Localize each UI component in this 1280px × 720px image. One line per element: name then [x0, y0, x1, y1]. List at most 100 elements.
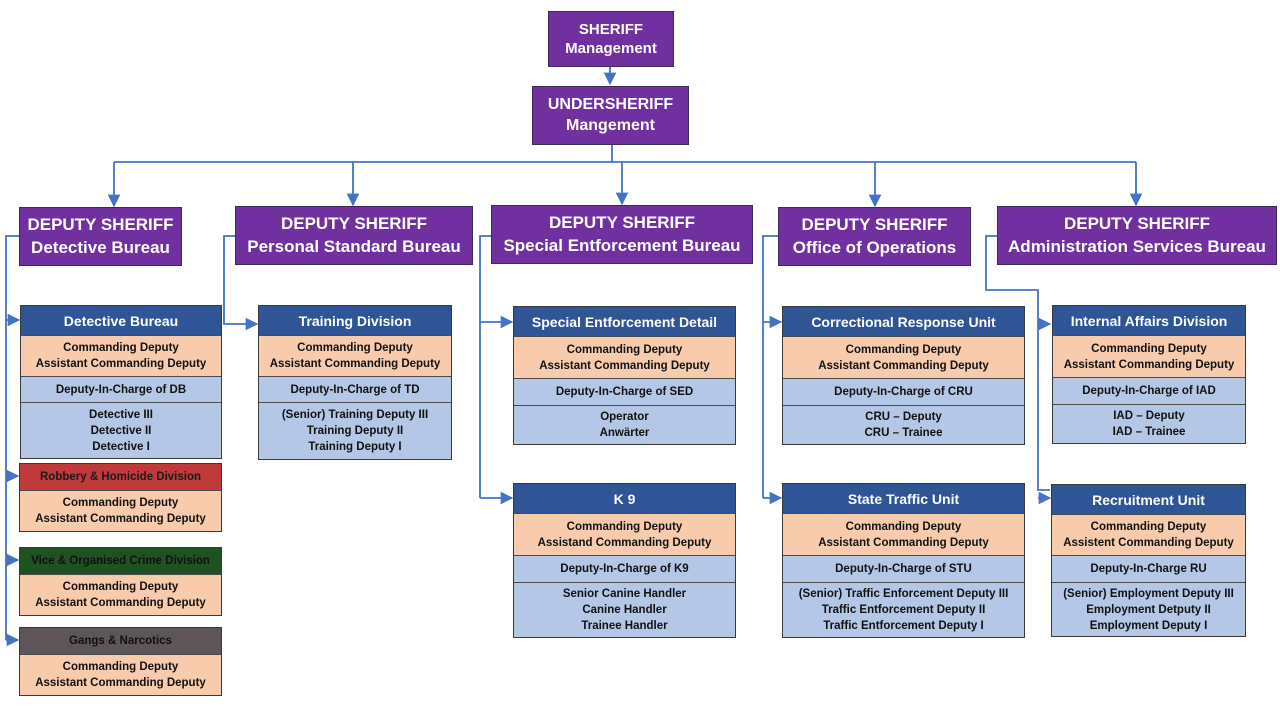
rank-list: (Senior) Training Deputy III Training De…	[259, 402, 451, 459]
rank-item: Employment Deputy I	[1089, 619, 1208, 632]
command-section: Commanding Deputy Assistant Commanding D…	[783, 513, 1024, 555]
commanding-deputy: Commanding Deputy	[62, 497, 179, 509]
commanding-deputy: Commanding Deputy	[1091, 342, 1207, 355]
rank-item: Senior Canine Handler	[562, 588, 687, 600]
assistant-commanding-deputy: Assistant Commanding Deputy	[539, 359, 710, 372]
unit-robbery-homicide: Robbery & Homicide Division Commanding D…	[19, 463, 222, 532]
commanding-deputy: Commanding Deputy	[845, 343, 962, 356]
deputy-in-charge: Deputy-In-Charge of SED	[514, 378, 735, 405]
unit-header: Robbery & Homicide Division	[20, 464, 221, 490]
sheriff-subtitle: Management	[565, 40, 657, 57]
bureau-operations-name: Office of Operations	[792, 237, 957, 257]
assistant-commanding-deputy: Assistant Commanding Deputy	[35, 677, 206, 689]
bureau-personal-standard: DEPUTY SHERIFF Personal Standard Bureau	[235, 206, 473, 265]
commanding-deputy: Commanding Deputy	[62, 661, 179, 673]
unit-correctional-response: Correctional Response Unit Commanding De…	[782, 306, 1025, 445]
commanding-deputy: Commanding Deputy	[62, 581, 179, 593]
unit-recruitment: Recruitment Unit Commanding Deputy Assis…	[1051, 484, 1246, 637]
unit-header: Correctional Response Unit	[783, 307, 1024, 336]
command-section: Commanding Deputy Assistant Commanding D…	[20, 490, 221, 531]
rank-item: CRU – Deputy	[865, 411, 942, 423]
assistant-commanding-deputy: Assistant Commanding Deputy	[1063, 358, 1235, 371]
bureau-operations-title: DEPUTY SHERIFF	[801, 215, 948, 235]
commanding-deputy: Commanding Deputy	[63, 342, 179, 354]
bureau-special-name: Special Entforcement Bureau	[503, 235, 741, 255]
unit-gangs-narcotics: Gangs & Narcotics Commanding Deputy Assi…	[19, 627, 222, 696]
rank-item: IAD – Deputy	[1113, 410, 1185, 422]
unit-header: Special Entforcement Detail	[514, 307, 735, 336]
rank-item: Canine Handler	[582, 604, 667, 616]
command-section: Commanding Deputy Assistant Commanding D…	[783, 336, 1024, 378]
sheriff-box: SHERIFF Management	[548, 11, 674, 67]
rank-list: Detective III Detective II Detective I	[21, 402, 221, 458]
unit-k9: K 9 Commanding Deputy Assistand Commandi…	[513, 483, 736, 638]
assistant-commanding-deputy: Assistant Commanding Deputy	[35, 513, 206, 525]
unit-state-traffic: State Traffic Unit Commanding Deputy Ass…	[782, 483, 1025, 638]
sheriff-title: SHERIFF	[578, 20, 644, 38]
rank-item: (Senior) Traffic Enforcement Deputy III	[798, 588, 1009, 600]
command-section: Commanding Deputy Assistent Commanding D…	[1052, 514, 1245, 555]
rank-item: Training Deputy I	[308, 441, 402, 453]
unit-header: K 9	[514, 484, 735, 513]
commanding-deputy: Commanding Deputy	[1090, 521, 1207, 533]
bureau-detective-title: DEPUTY SHERIFF	[27, 215, 174, 235]
rank-item: Traffic Entforcement Deputy I	[823, 620, 984, 632]
deputy-in-charge: Deputy-In-Charge of K9	[514, 555, 735, 582]
bureau-personal-name: Personal Standard Bureau	[247, 236, 461, 256]
undersheriff-subtitle: Mangement	[566, 116, 655, 134]
assistant-commanding-deputy: Assistant Commanding Deputy	[269, 358, 441, 370]
rank-list: (Senior) Traffic Enforcement Deputy III …	[783, 582, 1024, 637]
unit-internal-affairs: Internal Affairs Division Commanding Dep…	[1052, 305, 1246, 444]
connector-special-spine	[479, 235, 492, 498]
rank-item: Employment Detputy II	[1086, 603, 1211, 616]
unit-header: Vice & Organised Crime Division	[20, 548, 221, 574]
rank-list: IAD – Deputy IAD – Trainee	[1053, 404, 1245, 443]
bureau-admin-title: DEPUTY SHERIFF	[1063, 214, 1211, 234]
deputy-in-charge: Deputy-In-Charge of CRU	[783, 378, 1024, 405]
assistant-commanding-deputy: Assistant Commanding Deputy	[818, 359, 989, 372]
assistant-commanding-deputy: Assistant Commanding Deputy	[818, 536, 989, 549]
bureau-administration: DEPUTY SHERIFF Administration Services B…	[997, 206, 1277, 265]
assistant-commanding-deputy: Assistant Commanding Deputy	[35, 597, 206, 609]
unit-header: Detective Bureau	[21, 306, 221, 335]
rank-item: (Senior) Employment Deputy III	[1063, 587, 1234, 600]
bureau-special-title: DEPUTY SHERIFF	[548, 213, 696, 233]
command-section: Commanding Deputy Assistant Commanding D…	[20, 654, 221, 695]
assistant-commanding-deputy: Assistant Commanding Deputy	[35, 358, 207, 370]
rank-list: Senior Canine Handler Canine Handler Tra…	[514, 582, 735, 637]
bureau-detective-name: Detective Bureau	[31, 237, 170, 257]
commanding-deputy: Commanding Deputy	[566, 343, 683, 356]
command-section: Commanding Deputy Assistant Commanding D…	[259, 335, 451, 376]
undersheriff-box: UNDERSHERIFF Mangement	[532, 86, 689, 145]
connector-detective-spine	[5, 235, 20, 640]
rank-item: Trainee Handler	[581, 620, 668, 632]
rank-item: Detective I	[92, 440, 150, 453]
rank-item: Anwärter	[599, 427, 650, 439]
unit-header: Gangs & Narcotics	[20, 628, 221, 654]
rank-item: Operator	[600, 411, 649, 423]
command-section: Commanding Deputy Assistant Commanding D…	[1053, 335, 1245, 377]
connector-to-training	[223, 235, 259, 331]
undersheriff-title: UNDERSHERIFF	[547, 95, 674, 113]
bureau-personal-title: DEPUTY SHERIFF	[280, 214, 428, 234]
rank-item: (Senior) Training Deputy III	[281, 409, 429, 421]
unit-detective-bureau: Detective Bureau Commanding Deputy Assis…	[20, 305, 222, 459]
connector-admin-spine	[985, 235, 1050, 491]
rank-item: IAD – Trainee	[1112, 426, 1186, 438]
deputy-in-charge: Deputy-In-Charge of DB	[21, 376, 221, 402]
connector-operations-spine	[762, 235, 779, 498]
unit-training-division: Training Division Commanding Deputy Assi…	[258, 305, 452, 460]
commanding-deputy: Commanding Deputy	[566, 520, 683, 533]
unit-header: Training Division	[259, 306, 451, 335]
rank-item: Detective III	[89, 408, 153, 421]
bureau-operations: DEPUTY SHERIFF Office of Operations	[778, 207, 971, 266]
rank-item: Traffic Entforcement Deputy II	[821, 604, 986, 616]
assistant-commanding-deputy: Assistent Commanding Deputy	[1063, 537, 1234, 549]
bureau-admin-name: Administration Services Bureau	[1008, 236, 1266, 256]
deputy-in-charge: Deputy-In-Charge RU	[1052, 555, 1245, 582]
deputy-in-charge: Deputy-In-Charge of TD	[259, 376, 451, 402]
rank-item: Detective II	[90, 424, 152, 437]
deputy-in-charge: Deputy-In-Charge of STU	[783, 555, 1024, 582]
rank-list: (Senior) Employment Deputy III Employmen…	[1052, 582, 1245, 636]
